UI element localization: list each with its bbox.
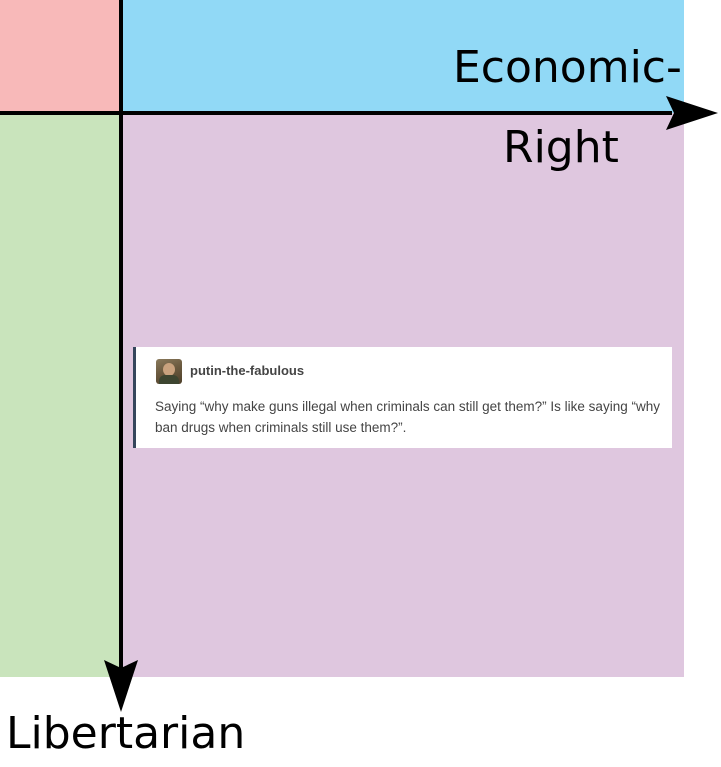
user-avatar-icon[interactable]: [156, 359, 182, 384]
avatar-body: [159, 375, 179, 384]
post-username[interactable]: putin-the-fabulous: [190, 363, 305, 378]
x-axis-arrowhead: [666, 96, 718, 130]
quadrant-authoritarian-left: [0, 0, 121, 113]
quadrant-authoritarian-right: [121, 0, 684, 113]
x-axis-label-line1: Economic-: [453, 42, 682, 93]
x-axis-label-line2: Right: [503, 122, 619, 173]
quadrant-libertarian-left: [0, 113, 121, 677]
post-body-text: Saying “why make guns illegal when crimi…: [155, 399, 660, 435]
tumblr-post-card: putin-the-fabulous Saying “why make guns…: [133, 347, 672, 448]
avatar-face: [163, 363, 175, 376]
y-axis-arrowhead: [104, 660, 138, 712]
y-axis-label: Libertarian: [6, 708, 246, 759]
